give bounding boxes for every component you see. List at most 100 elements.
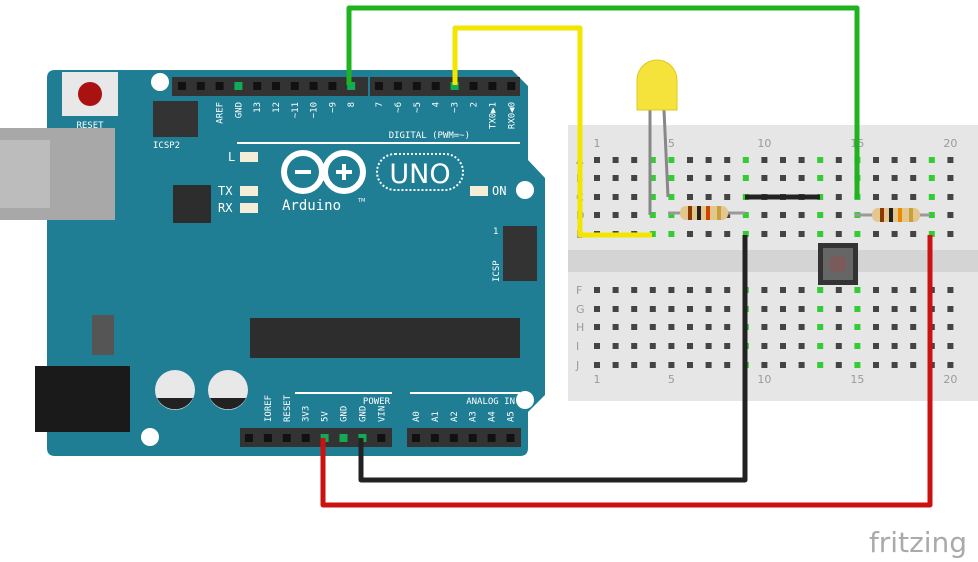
breadboard-hole[interactable]	[612, 194, 619, 200]
breadboard-hole[interactable]	[649, 157, 656, 163]
breadboard-hole[interactable]	[780, 324, 786, 330]
breadboard-hole[interactable]	[649, 343, 656, 349]
breadboard-hole[interactable]	[687, 362, 693, 368]
breadboard-hole[interactable]	[854, 343, 861, 349]
breadboard-hole[interactable]	[742, 212, 749, 218]
breadboard-hole[interactable]	[947, 287, 954, 293]
breadboard-hole[interactable]	[724, 194, 731, 200]
breadboard-hole[interactable]	[910, 343, 917, 349]
breadboard-hole[interactable]	[817, 362, 824, 368]
header-pin[interactable]	[301, 434, 310, 442]
breadboard-hole[interactable]	[612, 157, 619, 163]
breadboard-hole[interactable]	[594, 157, 600, 163]
breadboard-hole[interactable]	[947, 212, 954, 218]
breadboard-hole[interactable]	[724, 343, 731, 349]
header-pin[interactable]	[245, 434, 253, 442]
header-pin[interactable]	[469, 82, 478, 90]
breadboard-hole[interactable]	[835, 324, 842, 330]
breadboard-hole[interactable]	[817, 231, 824, 237]
breadboard-hole[interactable]	[780, 343, 786, 349]
breadboard-hole[interactable]	[873, 157, 879, 163]
breadboard-hole[interactable]	[910, 287, 917, 293]
breadboard-hole[interactable]	[947, 324, 954, 330]
breadboard-hole[interactable]	[928, 194, 935, 200]
breadboard-hole[interactable]	[873, 343, 879, 349]
breadboard-hole[interactable]	[631, 306, 638, 312]
header-pin[interactable]	[393, 82, 402, 90]
breadboard-hole[interactable]	[928, 231, 935, 237]
breadboard-hole[interactable]	[687, 157, 693, 163]
breadboard-hole[interactable]	[798, 306, 805, 312]
breadboard-hole[interactable]	[947, 343, 954, 349]
breadboard-hole[interactable]	[668, 212, 675, 218]
breadboard-hole[interactable]	[705, 324, 712, 330]
breadboard-hole[interactable]	[873, 362, 879, 368]
breadboard-hole[interactable]	[631, 194, 638, 200]
breadboard-hole[interactable]	[798, 324, 805, 330]
breadboard-hole[interactable]	[705, 157, 712, 163]
breadboard-hole[interactable]	[817, 157, 824, 163]
header-pin[interactable]	[450, 82, 459, 90]
breadboard-hole[interactable]	[928, 157, 935, 163]
breadboard-hole[interactable]	[854, 231, 861, 237]
header-pin[interactable]	[430, 434, 439, 442]
breadboard-hole[interactable]	[873, 175, 879, 181]
header-pin[interactable]	[375, 82, 383, 90]
header-pin[interactable]	[196, 82, 205, 90]
breadboard-hole[interactable]	[891, 194, 898, 200]
breadboard-hole[interactable]	[705, 287, 712, 293]
wire-red-5v[interactable]	[320, 235, 933, 508]
breadboard-hole[interactable]	[873, 324, 879, 330]
breadboard-hole[interactable]	[761, 306, 768, 312]
breadboard-hole[interactable]	[947, 362, 954, 368]
breadboard-hole[interactable]	[631, 175, 638, 181]
breadboard-hole[interactable]	[705, 343, 712, 349]
breadboard-hole[interactable]	[724, 231, 731, 237]
breadboard-hole[interactable]	[817, 194, 824, 200]
header-pin[interactable]	[412, 82, 421, 90]
reset-button-cap[interactable]	[78, 82, 102, 106]
breadboard-hole[interactable]	[594, 343, 600, 349]
breadboard-hole[interactable]	[612, 306, 619, 312]
breadboard-hole[interactable]	[891, 306, 898, 312]
breadboard-hole[interactable]	[835, 157, 842, 163]
breadboard-hole[interactable]	[649, 306, 656, 312]
header-pin[interactable]	[178, 82, 186, 90]
breadboard-hole[interactable]	[631, 343, 638, 349]
breadboard-hole[interactable]	[873, 287, 879, 293]
header-pin[interactable]	[253, 82, 262, 90]
breadboard-hole[interactable]	[928, 175, 935, 181]
breadboard-hole[interactable]	[891, 231, 898, 237]
breadboard-hole[interactable]	[761, 324, 768, 330]
header-pin[interactable]	[487, 434, 496, 442]
breadboard-hole[interactable]	[817, 343, 824, 349]
breadboard-hole[interactable]	[947, 194, 954, 200]
breadboard-hole[interactable]	[705, 231, 712, 237]
breadboard-hole[interactable]	[910, 306, 917, 312]
breadboard-hole[interactable]	[594, 212, 600, 218]
header-pin[interactable]	[263, 434, 272, 442]
breadboard-hole[interactable]	[742, 175, 749, 181]
breadboard-hole[interactable]	[854, 362, 861, 368]
header-pin[interactable]	[339, 434, 348, 442]
breadboard-hole[interactable]	[742, 231, 749, 237]
breadboard-hole[interactable]	[910, 194, 917, 200]
breadboard-hole[interactable]	[891, 157, 898, 163]
breadboard-hole[interactable]	[631, 324, 638, 330]
breadboard-hole[interactable]	[594, 362, 600, 368]
breadboard-hole[interactable]	[854, 306, 861, 312]
breadboard-hole[interactable]	[761, 212, 768, 218]
breadboard-hole[interactable]	[724, 287, 731, 293]
breadboard-hole[interactable]	[780, 231, 786, 237]
header-pin[interactable]	[234, 82, 243, 90]
breadboard-hole[interactable]	[891, 362, 898, 368]
breadboard-hole[interactable]	[612, 324, 619, 330]
breadboard-hole[interactable]	[724, 324, 731, 330]
header-pin[interactable]	[488, 82, 497, 90]
breadboard-hole[interactable]	[612, 175, 619, 181]
breadboard-hole[interactable]	[761, 231, 768, 237]
pushbutton[interactable]	[818, 243, 858, 285]
breadboard-hole[interactable]	[724, 157, 731, 163]
header-pin[interactable]	[290, 82, 299, 90]
breadboard-hole[interactable]	[873, 231, 879, 237]
